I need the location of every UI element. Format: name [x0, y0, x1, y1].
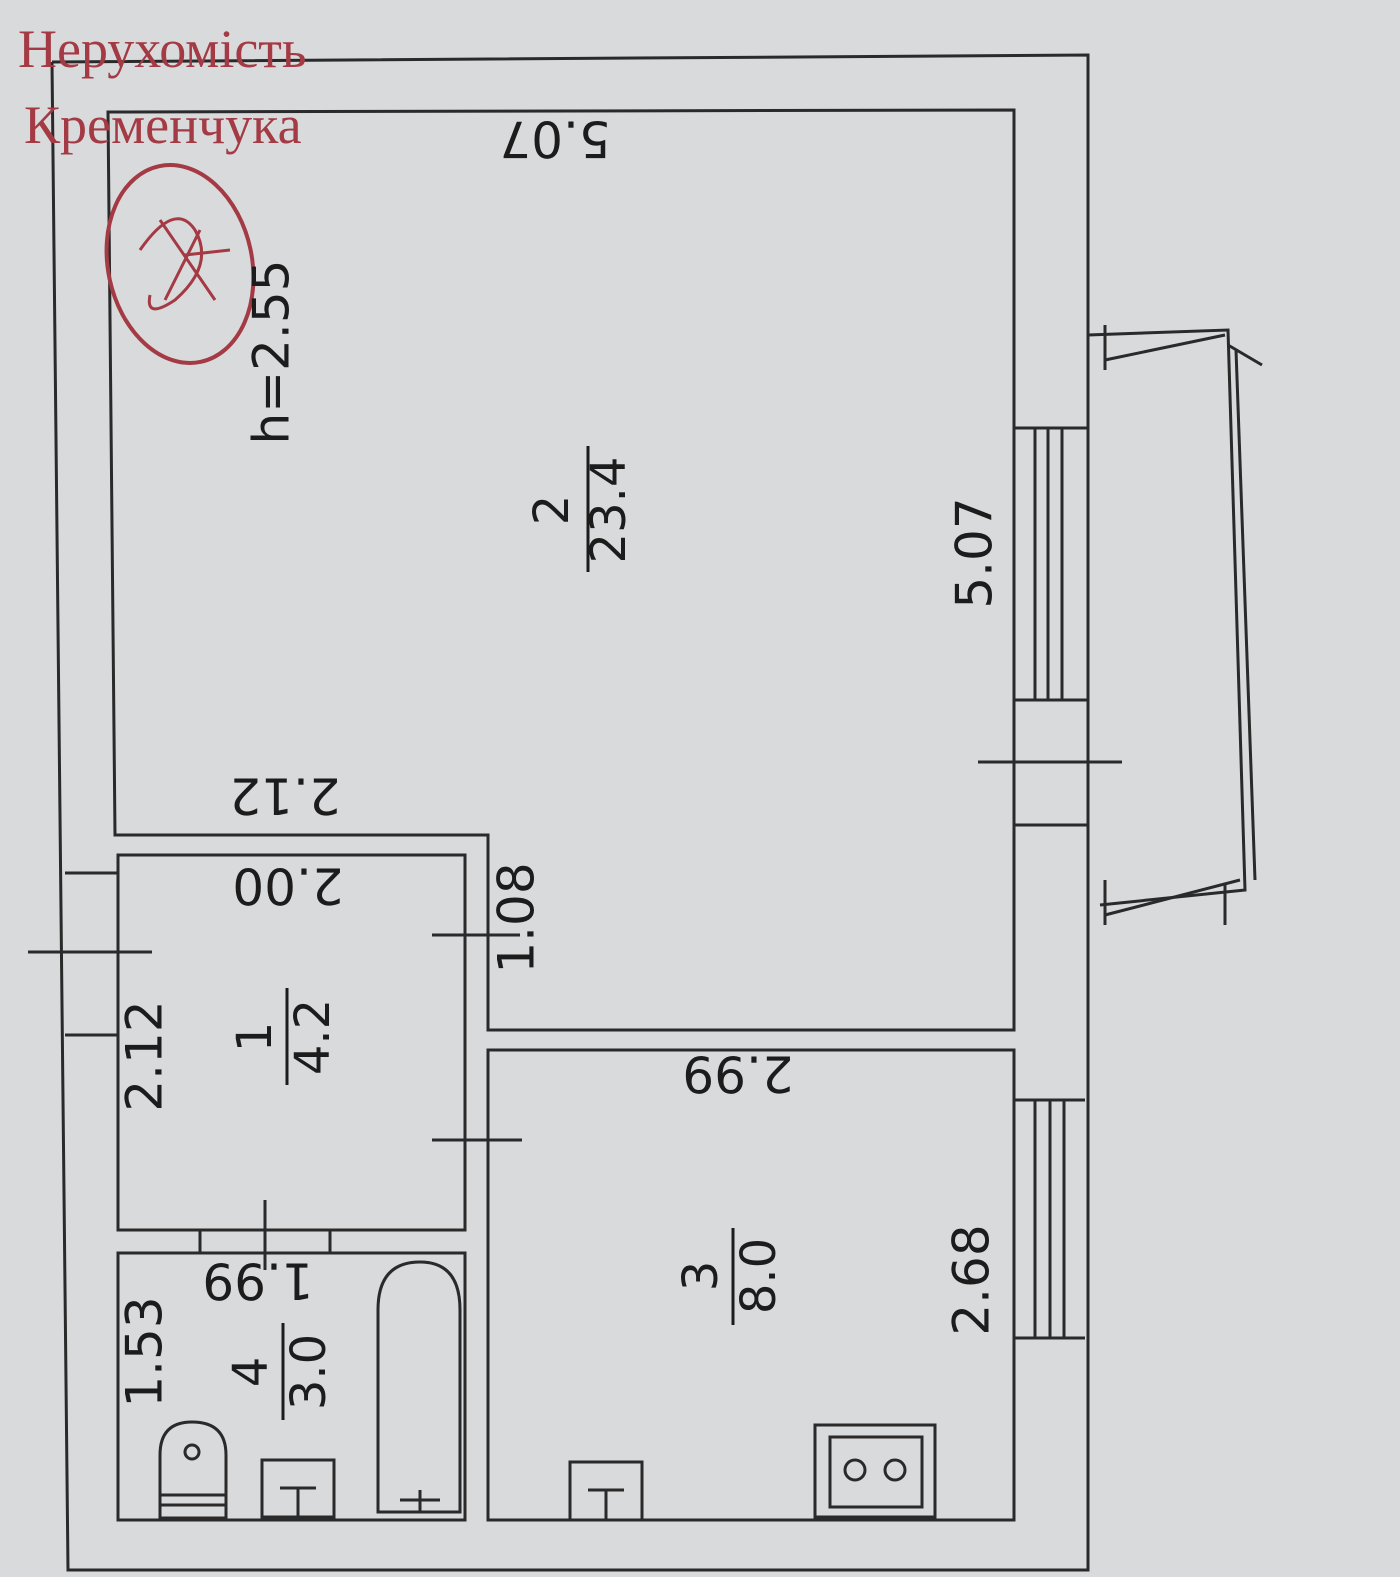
room-2-number: 2 [524, 495, 580, 526]
room-3-outline [486, 1048, 1016, 1522]
room-3-area: 8.0 [731, 1238, 787, 1314]
dim-label: 2.99 [682, 1045, 793, 1103]
dim-label: 5.07 [499, 110, 610, 168]
window-living-room [1014, 426, 1088, 702]
room-2-area: 23.4 [581, 457, 637, 564]
dim-label: 1.08 [488, 862, 546, 973]
stove-icon [813, 1423, 937, 1519]
outer-wall [50, 53, 1090, 1572]
room-1-area: 4.2 [285, 999, 341, 1075]
watermark-seal [104, 163, 256, 365]
balcony [1087, 325, 1263, 925]
dim-label: 2.00 [232, 857, 343, 915]
dimension-labels: 5.07 h=2.55 5.07 2.12 1.08 2.00 2.12 2.9… [116, 110, 1004, 1408]
dim-label: 1.53 [116, 1296, 174, 1407]
watermark-line-2: Кременчука [24, 95, 302, 155]
room-4-number: 4 [223, 1357, 279, 1388]
room-4-area: 3.0 [281, 1334, 337, 1410]
room-3-number: 3 [673, 1261, 729, 1292]
room-4-outline [116, 1251, 467, 1522]
dim-label: 2.68 [943, 1224, 1001, 1335]
dim-label: 1.99 [202, 1252, 313, 1310]
dim-label: 5.07 [946, 497, 1004, 608]
watermark-line-1: Нерухомість [18, 19, 307, 79]
room-1-number: 1 [227, 1022, 283, 1053]
wash-basin-icon [260, 1458, 336, 1519]
window-kitchen [1014, 1098, 1085, 1340]
dim-label: 2.12 [116, 1000, 174, 1111]
dim-label: 2.12 [229, 767, 340, 825]
toilet-icon [158, 1420, 228, 1520]
room-labels: 2 23.4 1 4.2 3 8.0 4 3.0 [223, 446, 787, 1420]
ceiling-height-label: h=2.55 [243, 260, 301, 445]
kitchen-sink-icon [568, 1460, 644, 1522]
bathtub-icon [376, 1260, 462, 1514]
